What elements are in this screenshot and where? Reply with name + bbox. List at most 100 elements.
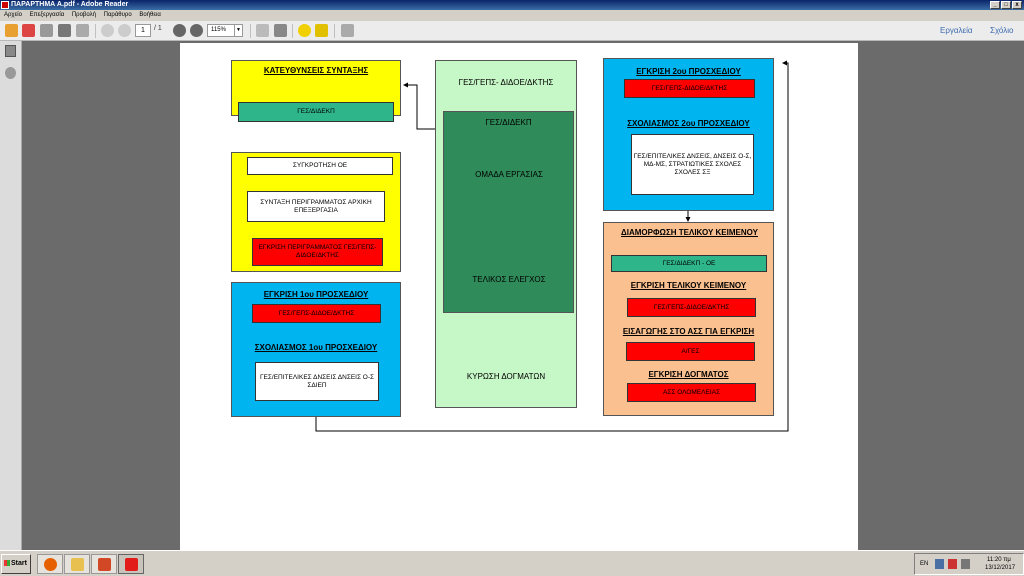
taskbar-adobe-reader[interactable]	[118, 554, 144, 574]
page-thumbnails-icon[interactable]	[5, 45, 16, 57]
taskbar: Start EN 11:20 πμ 13/12/2017	[0, 550, 1024, 576]
clock-date[interactable]: 13/12/2017	[985, 565, 1016, 571]
final-check-label: ΤΕΛΙΚΟΣ ΕΛΕΓΧΟΣ	[472, 275, 546, 284]
draft1-title: ΕΓΚΡΙΣΗ 1ου ΠΡΟΣΧΕΔΙΟΥ	[263, 290, 369, 299]
menu-help[interactable]: Βοήθεια	[139, 12, 161, 18]
working-group-label: ΟΜΑΔΑ ΕΡΓΑΣΙΑΣ	[475, 170, 543, 179]
next-page-icon[interactable]	[118, 24, 131, 37]
draft1-approver-text: ΓΕΣ/ΓΕΠΣ-ΔΙΔΟΕ/ΔΚΤΗΣ	[278, 309, 355, 317]
final-approve-title: ΕΓΚΡΙΣΗ ΤΕΛΙΚΟΥ ΚΕΙΜΕΝΟΥ	[630, 281, 747, 290]
draft1-commenters-text: ΓΕΣ/ΕΠΙΤΕΛΙΚΕΣ ΔΝΣΕΙΣ ΔΝΣΕΙΣ Ο-Σ ΣΔΙΕΠ	[259, 373, 375, 389]
final-text-title: ΔΙΑΜΟΡΦΩΣΗ ΤΕΛΙΚΟΥ ΚΕΙΜΕΝΟΥ	[621, 228, 758, 237]
menu-window[interactable]: Παράθυρο	[103, 12, 132, 18]
menu-edit[interactable]: Επεξεργασία	[29, 12, 65, 18]
center-top-label: ΓΕΣ/ΓΕΠΣ- ΔΙΔΟΕ/ΔΚΤΗΣ	[458, 78, 554, 87]
final-approver-text: ΓΕΣ/ΓΕΠΣ-ΔΙΔΟΕ/ΔΚΤΗΣ	[653, 303, 730, 311]
print-icon[interactable]	[58, 24, 71, 37]
final-approver: ΓΕΣ/ΓΕΠΣ-ΔΙΔΟΕ/ΔΚΤΗΣ	[627, 298, 756, 317]
clock-time[interactable]: 11:20 πμ	[987, 557, 1011, 563]
windows-logo-icon	[4, 560, 10, 566]
zoom-out-icon[interactable]	[173, 24, 186, 37]
center-column: ΓΕΣ/ΓΕΠΣ- ΔΙΔΟΕ/ΔΚΤΗΣ ΓΕΣ/ΔΙΔΕΚΠ ΟΜΑΔΑ Ε…	[435, 60, 577, 408]
doctrine-body: ΑΣΣ ΟΛΟΜΕΛΕΙΑΣ	[627, 383, 756, 402]
pdf-app-icon	[1, 1, 9, 9]
arrow	[403, 82, 442, 130]
language-indicator[interactable]: EN	[920, 561, 929, 567]
compose-box: ΣΥΓΚΡΟΤΗΣΗ ΟΕ ΣΥΝΤΑΞΗ ΠΕΡΙΓΡΑΜΜΑΤΟΣ ΑΡΧΙ…	[231, 152, 401, 272]
start-button[interactable]: Start	[1, 554, 31, 574]
step-form-team: ΣΥΓΚΡΟΤΗΣΗ ΟΕ	[247, 157, 393, 175]
security-icon[interactable]	[948, 559, 957, 569]
draft2-title: ΕΓΚΡΙΣΗ 2ου ΠΡΟΣΧΕΔΙΟΥ	[636, 67, 741, 76]
draft1-approver: ΓΕΣ/ΓΕΠΣ-ΔΙΔΟΕ/ΔΚΤΗΣ	[252, 304, 381, 323]
email-icon[interactable]	[76, 24, 89, 37]
minimize-button[interactable]: _	[990, 1, 1000, 9]
attachments-icon[interactable]	[5, 67, 16, 79]
draft2-commenters: ΓΕΣ/ΕΠΙΤΕΛΙΚΕΣ ΔΝΣΕΙΣ, ΔΝΣΕΙΣ Ο-Σ, ΜΔ-ΜΣ…	[631, 134, 754, 195]
system-tray: EN 11:20 πμ 13/12/2017	[914, 553, 1024, 575]
guidance-sub-text: ΓΕΣ/ΔΙΔΕΚΠ	[297, 108, 335, 115]
step-form-team-text: ΣΥΓΚΡΟΤΗΣΗ ΟΕ	[292, 162, 348, 169]
doctrine-body-text: ΑΣΣ ΟΛΟΜΕΛΕΙΑΣ	[663, 388, 720, 396]
page-total: / 1	[154, 25, 162, 32]
final-team-text: ΓΕΣ/ΔΙΔΕΚΠ - ΟΕ	[662, 259, 716, 267]
window-title: ΠΑΡΑΡΤΗΜΑ Α.pdf - Adobe Reader	[11, 1, 129, 8]
final-team: ΓΕΣ/ΔΙΔΕΚΠ - ΟΕ	[611, 255, 767, 272]
ratify-label: ΚΥΡΩΣΗ ΔΟΓΜΑΤΩΝ	[466, 372, 546, 381]
comment-icon[interactable]	[298, 24, 311, 37]
draft1-box: ΕΓΚΡΙΣΗ 1ου ΠΡΟΣΧΕΔΙΟΥ ΓΕΣ/ΓΕΠΣ-ΔΙΔΟΕ/ΔΚ…	[231, 282, 401, 417]
toolbar: 1 / 1 115%▼ Εργαλεία Σχόλιο	[0, 21, 1024, 41]
pdf-page: ΚΑΤΕΥΘΥΝΣΕΙΣ ΣΥΝΤΑΞΗΣ ΓΕΣ/ΔΙΔΕΚΠ ΣΥΓΚΡΟΤ…	[180, 43, 858, 550]
taskbar-powerpoint[interactable]	[91, 554, 117, 574]
volume-icon[interactable]	[961, 559, 970, 569]
toolbar-separator	[292, 24, 293, 38]
draft1-commenters: ΓΕΣ/ΕΠΙΤΕΛΙΚΕΣ ΔΝΣΕΙΣ ΔΝΣΕΙΣ Ο-Σ ΣΔΙΕΠ	[255, 362, 379, 401]
zoom-in-icon[interactable]	[190, 24, 203, 37]
title-bar: ΠΑΡΑΡΤΗΜΑ Α.pdf - Adobe Reader _ □ x	[0, 0, 1024, 10]
taskbar-firefox[interactable]	[37, 554, 63, 574]
expand-icon[interactable]	[341, 24, 354, 37]
toolbar-separator	[250, 24, 251, 38]
comment-button[interactable]: Σχόλιο	[990, 26, 1014, 35]
create-icon[interactable]	[5, 24, 18, 37]
network-icon[interactable]	[935, 559, 944, 569]
taskbar-explorer[interactable]	[64, 554, 90, 574]
highlight-icon[interactable]	[315, 24, 328, 37]
submit-title: ΕΙΣΑΓΩΓΗΣ ΣΤΟ ΑΣΣ ΓΙΑ ΕΓΚΡΙΣΗ	[622, 327, 755, 336]
toolbar-separator	[95, 24, 96, 38]
draft2-approver: ΓΕΣ/ΓΕΠΣ-ΔΙΔΟΕ/ΔΚΤΗΣ	[624, 79, 755, 98]
submitter: Α/ΓΕΣ	[626, 342, 755, 361]
maximize-button[interactable]: □	[1001, 1, 1011, 9]
start-label: Start	[11, 560, 27, 567]
draft2-box: ΕΓΚΡΙΣΗ 2ου ΠΡΟΣΧΕΔΙΟΥ ΓΕΣ/ΓΕΠΣ-ΔΙΔΟΕ/ΔΚ…	[603, 58, 774, 211]
guidance-box: ΚΑΤΕΥΘΥΝΣΕΙΣ ΣΥΝΤΑΞΗΣ ΓΕΣ/ΔΙΔΕΚΠ	[231, 60, 401, 122]
step-draft-outline-text: ΣΥΝΤΑΞΗ ΠΕΡΙΓΡΑΜΜΑΤΟΣ ΑΡΧΙΚΗ ΕΠΕΞΕΡΓΑΣΙΑ	[260, 198, 372, 214]
draft2-approver-text: ΓΕΣ/ΓΕΠΣ-ΔΙΔΟΕ/ΔΚΤΗΣ	[651, 84, 728, 92]
previous-page-icon[interactable]	[101, 24, 114, 37]
fit-page-icon[interactable]	[274, 24, 287, 37]
fit-width-icon[interactable]	[256, 24, 269, 37]
chevron-down-icon: ▼	[234, 25, 242, 36]
submitter-text: Α/ΓΕΣ	[681, 347, 700, 355]
close-button[interactable]: x	[1012, 1, 1022, 9]
step-approve-outline: ΕΓΚΡΙΣΗ ΠΕΡΙΓΡΑΜΜΑΤΟΣ ΓΕΣ/ΓΕΠΣ-ΔΙΔΟΕ/ΔΚΤ…	[252, 238, 383, 266]
step-approve-outline-text: ΕΓΚΡΙΣΗ ΠΕΡΙΓΡΑΜΜΑΤΟΣ ΓΕΣ/ΓΕΠΣ-ΔΙΔΟΕ/ΔΚΤ…	[258, 244, 377, 259]
firefox-icon	[44, 558, 57, 571]
left-nav-panel	[0, 41, 22, 550]
menu-file[interactable]: Αρχείο	[4, 12, 22, 18]
menu-view[interactable]: Προβολή	[71, 12, 96, 18]
working-group-header: ΓΕΣ/ΔΙΔΕΚΠ	[485, 118, 532, 127]
toolbar-separator	[334, 24, 335, 38]
guidance-sub: ΓΕΣ/ΔΙΔΕΚΠ	[238, 102, 394, 122]
draft2-commenters-text: ΓΕΣ/ΕΠΙΤΕΛΙΚΕΣ ΔΝΣΕΙΣ, ΔΝΣΕΙΣ Ο-Σ, ΜΔ-ΜΣ…	[633, 152, 752, 176]
tools-button[interactable]: Εργαλεία	[940, 26, 973, 35]
save-icon[interactable]	[40, 24, 53, 37]
draft1-comment-title: ΣΧΟΛΙΑΣΜΟΣ 1ου ΠΡΟΣΧΕΔΙΟΥ	[254, 343, 378, 352]
menu-bar: Αρχείο Επεξεργασία Προβολή Παράθυρο Βοήθ…	[0, 10, 1024, 21]
working-group-box: ΓΕΣ/ΔΙΔΕΚΠ ΟΜΑΔΑ ΕΡΓΑΣΙΑΣ ΤΕΛΙΚΟΣ ΕΛΕΓΧΟ…	[443, 111, 574, 313]
page-number-input[interactable]: 1	[135, 24, 151, 37]
step-draft-outline: ΣΥΝΤΑΞΗ ΠΕΡΙΓΡΑΜΜΑΤΟΣ ΑΡΧΙΚΗ ΕΠΕΞΕΡΓΑΣΙΑ	[247, 191, 385, 222]
zoom-select[interactable]: 115%▼	[207, 24, 243, 37]
guidance-title: ΚΑΤΕΥΘΥΝΣΕΙΣ ΣΥΝΤΑΞΗΣ	[263, 66, 369, 75]
pdf-tools-icon[interactable]	[22, 24, 35, 37]
